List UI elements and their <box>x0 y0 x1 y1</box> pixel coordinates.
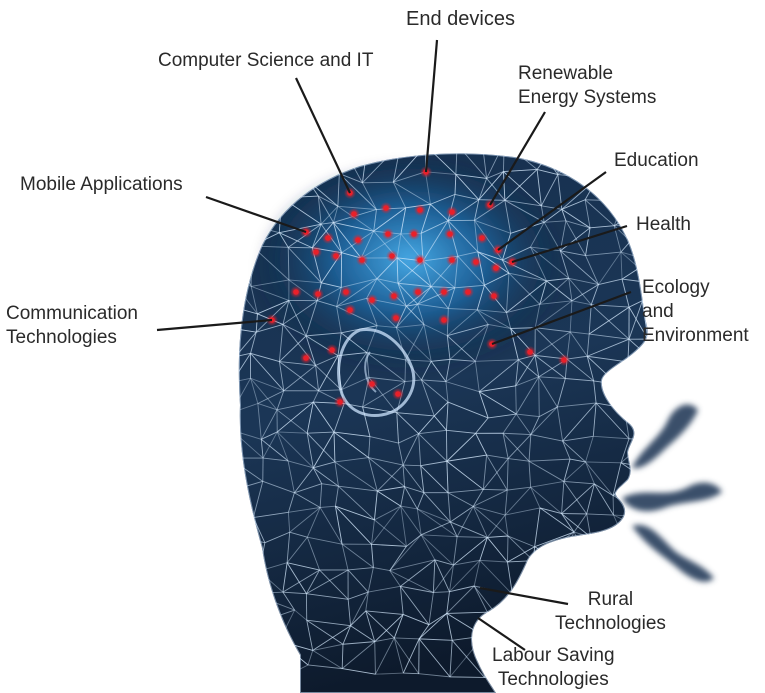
red-node <box>417 257 423 263</box>
red-node <box>347 307 353 313</box>
red-node <box>473 259 479 265</box>
red-node <box>315 291 321 297</box>
red-node <box>561 357 567 363</box>
red-node <box>383 205 389 211</box>
label-computer-science: Computer Science and IT <box>158 50 373 72</box>
red-node <box>415 289 421 295</box>
red-node <box>303 355 309 361</box>
red-node <box>491 293 497 299</box>
red-node <box>391 293 397 299</box>
red-node <box>417 207 423 213</box>
red-node <box>355 237 361 243</box>
label-labour-line1: Labour Saving <box>492 644 615 668</box>
label-end-devices: End devices <box>406 8 515 30</box>
red-node <box>527 349 533 355</box>
label-communication: Communication Technologies <box>6 302 138 350</box>
breath-stroke-bottom <box>632 525 714 582</box>
label-mobile-apps: Mobile Applications <box>20 174 183 196</box>
label-communication-line2: Technologies <box>6 326 138 350</box>
red-node <box>449 257 455 263</box>
red-node <box>351 211 357 217</box>
label-ecology-line2: and <box>642 300 749 324</box>
red-node <box>479 235 485 241</box>
label-ecology-line3: Environment <box>642 324 749 348</box>
label-education: Education <box>614 150 699 172</box>
label-labour-line2: Technologies <box>492 668 615 692</box>
breath-stroke-top <box>632 405 698 469</box>
label-health: Health <box>636 214 691 236</box>
label-ecology: Ecology and Environment <box>642 276 749 348</box>
red-node <box>293 289 299 295</box>
red-node <box>325 235 331 241</box>
red-node <box>385 231 391 237</box>
breath-strokes <box>622 405 722 582</box>
label-ecology-line1: Ecology <box>642 276 749 300</box>
label-labour: Labour Saving Technologies <box>492 644 615 692</box>
red-node <box>329 347 335 353</box>
red-node <box>343 289 349 295</box>
red-node <box>441 289 447 295</box>
red-node <box>369 381 375 387</box>
label-renewable-line2: Energy Systems <box>518 86 656 110</box>
red-node <box>493 265 499 271</box>
label-rural-line2: Technologies <box>555 612 666 636</box>
label-renewable: Renewable Energy Systems <box>518 62 656 110</box>
breath-stroke-middle <box>622 483 722 512</box>
red-node <box>465 289 471 295</box>
label-rural-line1: Rural <box>555 588 666 612</box>
red-node <box>337 399 343 405</box>
red-node <box>393 315 399 321</box>
red-node <box>369 297 375 303</box>
red-node <box>411 231 417 237</box>
red-node <box>441 317 447 323</box>
red-node <box>359 257 365 263</box>
label-renewable-line1: Renewable <box>518 62 656 86</box>
label-rural: Rural Technologies <box>555 588 666 636</box>
leader-computer-science <box>296 78 350 193</box>
red-node <box>395 391 401 397</box>
red-node <box>449 209 455 215</box>
red-node <box>313 249 319 255</box>
label-communication-line1: Communication <box>6 302 138 326</box>
leader-end-devices <box>426 40 437 172</box>
red-node <box>389 253 395 259</box>
red-node <box>447 231 453 237</box>
red-node <box>333 253 339 259</box>
